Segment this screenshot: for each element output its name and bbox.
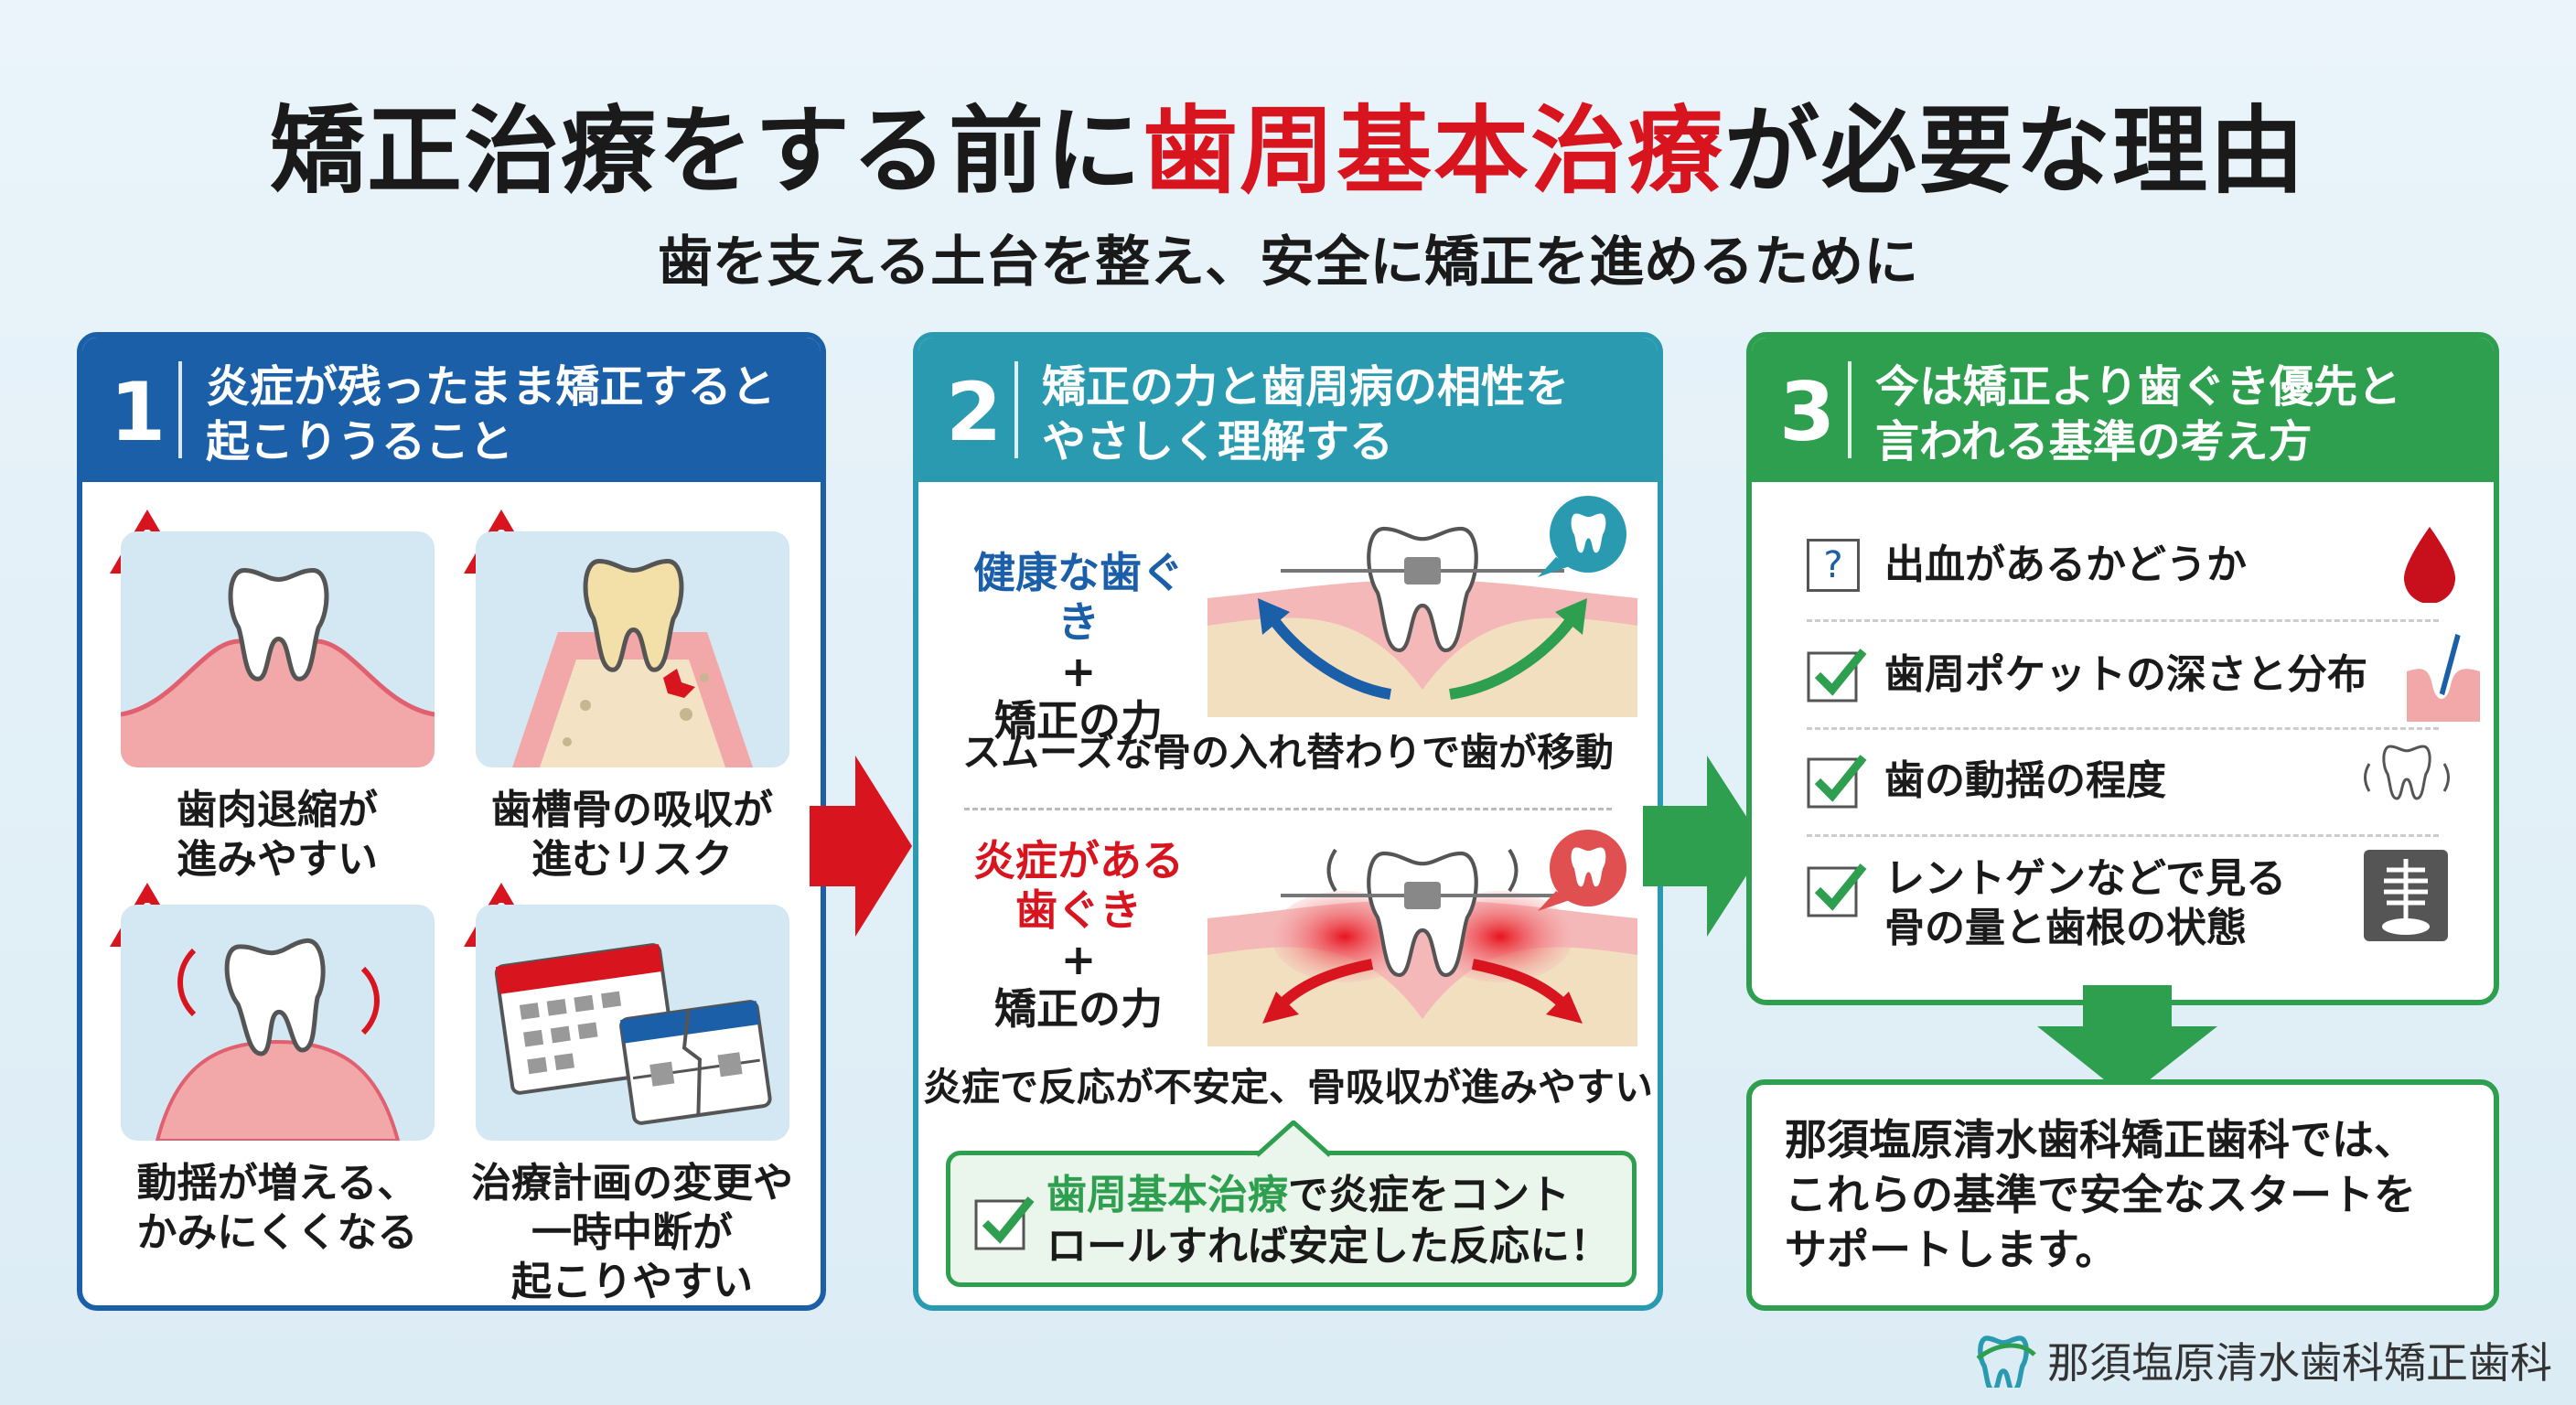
panel-risks: 1 炎症が残ったまま矯正すると起こりうること 歯肉退縮が進みやすい 歯槽骨の吸収… [77, 332, 826, 1311]
title-highlight: 歯周基本治療 [1142, 95, 1724, 207]
arrow-right-green-icon [1643, 756, 1766, 937]
gum-recession-icon [121, 531, 435, 767]
criteria-item: 歯の動揺の程度 [1807, 736, 2450, 828]
section-divider [964, 808, 1612, 810]
arrow-down-green-icon [2037, 985, 2217, 1098]
criteria-item: レントゲンなどで見る骨の量と歯根の状態 [1807, 845, 2448, 964]
risk-caption: 動揺が増える、かみにくくなる [136, 1160, 418, 1256]
row-divider [1807, 619, 2439, 622]
question-mark-icon: ? [1807, 539, 1860, 592]
tooth-mobility-icon [121, 905, 435, 1141]
criteria-text: 歯周ポケットの深さと分布 [1884, 651, 2367, 698]
page-subtitle: 歯を支える土台を整え、安全に矯正を進めるために [657, 231, 1919, 295]
divider [178, 361, 182, 458]
criteria-item: ? 出血があるかどうか [1807, 520, 2455, 612]
inflamed-caption: 炎症で反応が不安定、骨吸収が進みやすい [922, 1065, 1653, 1110]
inflamed-gum-label: 炎症がある歯ぐき+矯正の力 [973, 836, 1184, 1034]
bone-resorption-icon [476, 531, 789, 767]
healthy-caption: スムーズな骨の入れ替わりで歯が移動 [962, 730, 1614, 775]
checkbox-checked-icon [974, 1196, 1035, 1250]
periodontal-probe-icon [2407, 633, 2480, 722]
healthy-gum-label: 健康な歯ぐき+矯正の力 [973, 548, 1184, 745]
panel-header: 2 矯正の力と歯周病の相性をやさしく理解する [918, 338, 1658, 482]
risk-caption: 治療計画の変更や一時中断が起こりやすい [471, 1160, 793, 1305]
inflamed-tooth-diagram [1208, 848, 1637, 1046]
panel-number: 3 [1779, 365, 1836, 459]
arrow-right-red-icon [810, 756, 912, 937]
callout-text: 歯周基本治療で炎症をコントロールすれば安定した反応に！ [1046, 1172, 1610, 1270]
checkbox-checked-icon [1807, 863, 1867, 917]
panel-mechanism: 2 矯正の力と歯周病の相性をやさしく理解する 健康な歯ぐき+矯正の力 スムーズな… [913, 332, 1663, 1311]
divider [1848, 361, 1852, 458]
panel-header: 1 炎症が残ったまま矯正すると起こりうること [82, 338, 821, 482]
title-part1: 矯正治療をする前に [269, 95, 1143, 207]
happy-tooth-bubble-icon [1538, 496, 1626, 577]
page-title: 矯正治療をする前に歯周基本治療が必要な理由 [0, 73, 2576, 211]
row-divider [1807, 727, 2439, 730]
risk-caption: 歯槽骨の吸収が進むリスク [491, 787, 773, 883]
criteria-text: レントゲンなどで見る骨の量と歯根の状態 [1884, 855, 2287, 951]
clinic-logo: 那須塩原清水歯科矯正歯科 [1976, 1331, 2552, 1389]
healthy-tooth-diagram [1208, 507, 1637, 717]
title-part2: が必要な理由 [1724, 95, 2307, 207]
blood-drop-icon [2404, 527, 2455, 603]
sad-tooth-bubble-icon [1538, 830, 1626, 911]
risk-caption: 歯肉退縮が進みやすい [177, 787, 378, 883]
shaking-tooth-icon [2364, 745, 2450, 800]
criteria-text: 出血があるかどうか [1884, 542, 2247, 588]
panel-title: 炎症が残ったまま矯正すると起こりうること [206, 361, 776, 467]
panel-title: 矯正の力と歯周病の相性をやさしく理解する [1042, 361, 1570, 467]
panel-number: 2 [946, 365, 1003, 459]
criteria-item: 歯周ポケットの深さと分布 [1807, 630, 2480, 722]
panel-criteria: 3 今は矯正より歯ぐき優先と言われる基準の考え方 ? 出血があるかどうか 歯周ポ… [1746, 332, 2499, 1005]
tooth-logo-icon [1976, 1333, 2036, 1388]
solution-callout: 歯周基本治療で炎症をコントロールすれば安定した反応に！ [946, 1151, 1637, 1287]
criteria-text: 歯の動揺の程度 [1884, 757, 2166, 804]
panel-number: 1 [110, 365, 166, 459]
divider [1014, 361, 1018, 458]
panel-title: 今は矯正より歯ぐき優先と言われる基準の考え方 [1875, 361, 2402, 467]
panel-header: 3 今は矯正より歯ぐき優先と言われる基準の考え方 [1752, 338, 2494, 482]
conclusion-box: 那須塩原清水歯科矯正歯科では、これらの基準で安全なスタートをサポートします。 [1746, 1079, 2499, 1311]
broken-calendar-icon [476, 905, 789, 1141]
xray-icon [2364, 850, 2448, 941]
checkbox-checked-icon [1807, 649, 1867, 702]
row-divider [1807, 834, 2439, 837]
clinic-name: 那須塩原清水歯科矯正歯科 [2047, 1338, 2552, 1388]
callout-pointer [1257, 1121, 1330, 1157]
checkbox-checked-icon [1807, 755, 1867, 809]
